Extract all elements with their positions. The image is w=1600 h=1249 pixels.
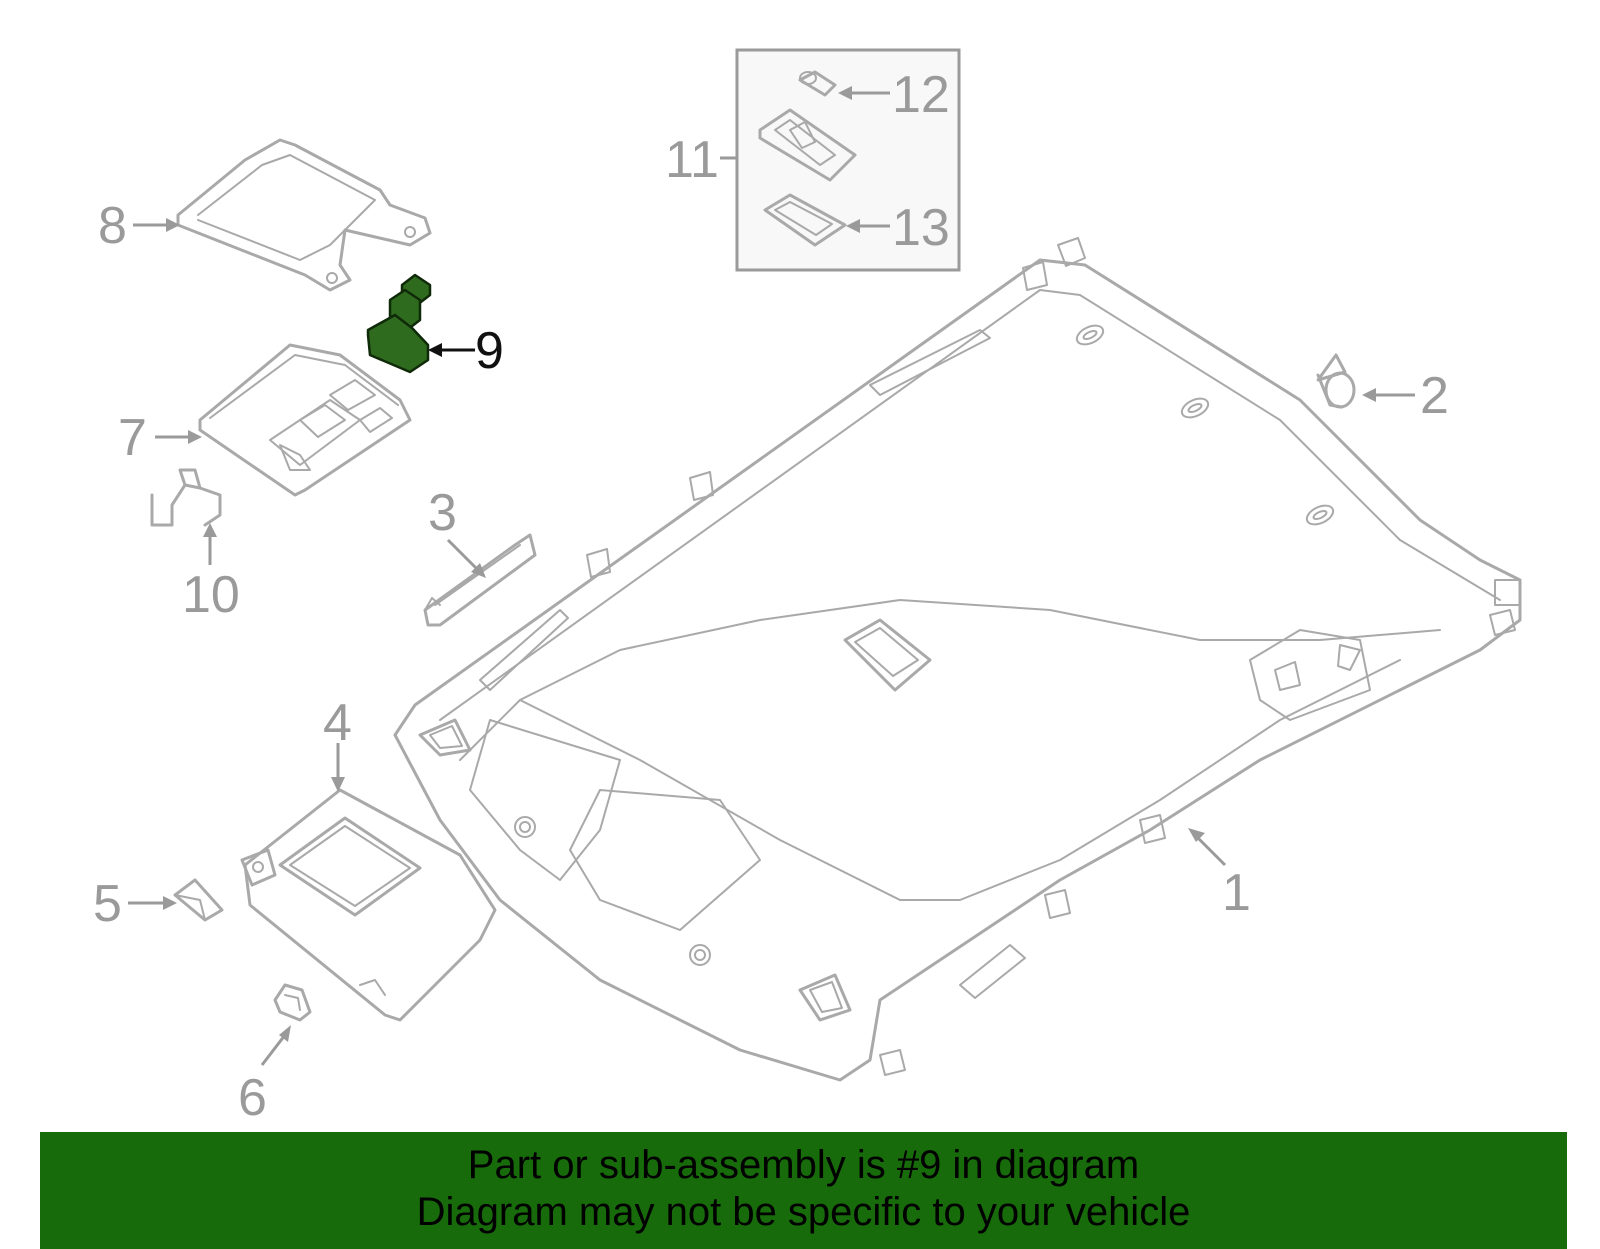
callout-label-12: 12 <box>892 66 950 124</box>
highlighted-part-9[interactable] <box>366 273 432 374</box>
callout-label-10: 10 <box>182 566 240 624</box>
callout-label-9: 9 <box>475 322 504 380</box>
callout-label-7: 7 <box>118 409 147 467</box>
callout-12: 12 <box>838 66 950 124</box>
callout-10: 10 <box>182 523 240 624</box>
callout-6: 6 <box>238 1025 291 1127</box>
callout-label-5: 5 <box>93 875 122 933</box>
callout-2: 2 <box>1362 367 1449 425</box>
banner-line-1: Part or sub-assembly is #9 in diagram <box>467 1143 1140 1187</box>
callout-3: 3 <box>428 484 486 578</box>
headliner-part[interactable] <box>393 237 1522 1082</box>
callout-8: 8 <box>98 197 180 255</box>
callout-13: 13 <box>846 199 950 257</box>
callout-label-11: 11 <box>665 131 719 189</box>
callout-label-8: 8 <box>98 197 127 255</box>
bracket-clip-part-10[interactable] <box>150 468 222 527</box>
callout-label-6: 6 <box>238 1069 267 1127</box>
callout-label-2: 2 <box>1420 367 1449 425</box>
map-lamp-assembly-box-11[interactable] <box>735 48 961 272</box>
lens-part-13[interactable] <box>763 193 847 247</box>
info-banner: Part or sub-assembly is #9 in diagram Di… <box>40 1132 1567 1249</box>
callout-4: 4 <box>323 694 352 792</box>
clip-part-5[interactable] <box>173 878 224 922</box>
trim-strip-part-3[interactable] <box>423 533 537 627</box>
callout-7: 7 <box>118 409 202 467</box>
callout-1: 1 <box>1188 828 1251 922</box>
clip-part-2[interactable] <box>1316 353 1356 409</box>
callout-label-3: 3 <box>428 484 457 542</box>
lamp-housing-part-11[interactable] <box>758 108 857 182</box>
visor-holder-part-6[interactable] <box>273 983 312 1022</box>
callout-label-1: 1 <box>1222 864 1251 922</box>
sun-visor-part-4[interactable] <box>240 788 497 1022</box>
map-lamp-part-7[interactable] <box>198 343 412 497</box>
callout-label-13: 13 <box>892 199 950 257</box>
bulb-part-12[interactable] <box>798 70 837 97</box>
callout-11: 11 <box>665 131 737 189</box>
bracket-part-8[interactable] <box>176 138 432 292</box>
callout-5: 5 <box>93 875 177 933</box>
callout-9: 9 <box>428 322 504 380</box>
callout-label-4: 4 <box>323 694 352 752</box>
banner-line-2: Diagram may not be specific to your vehi… <box>416 1190 1191 1234</box>
